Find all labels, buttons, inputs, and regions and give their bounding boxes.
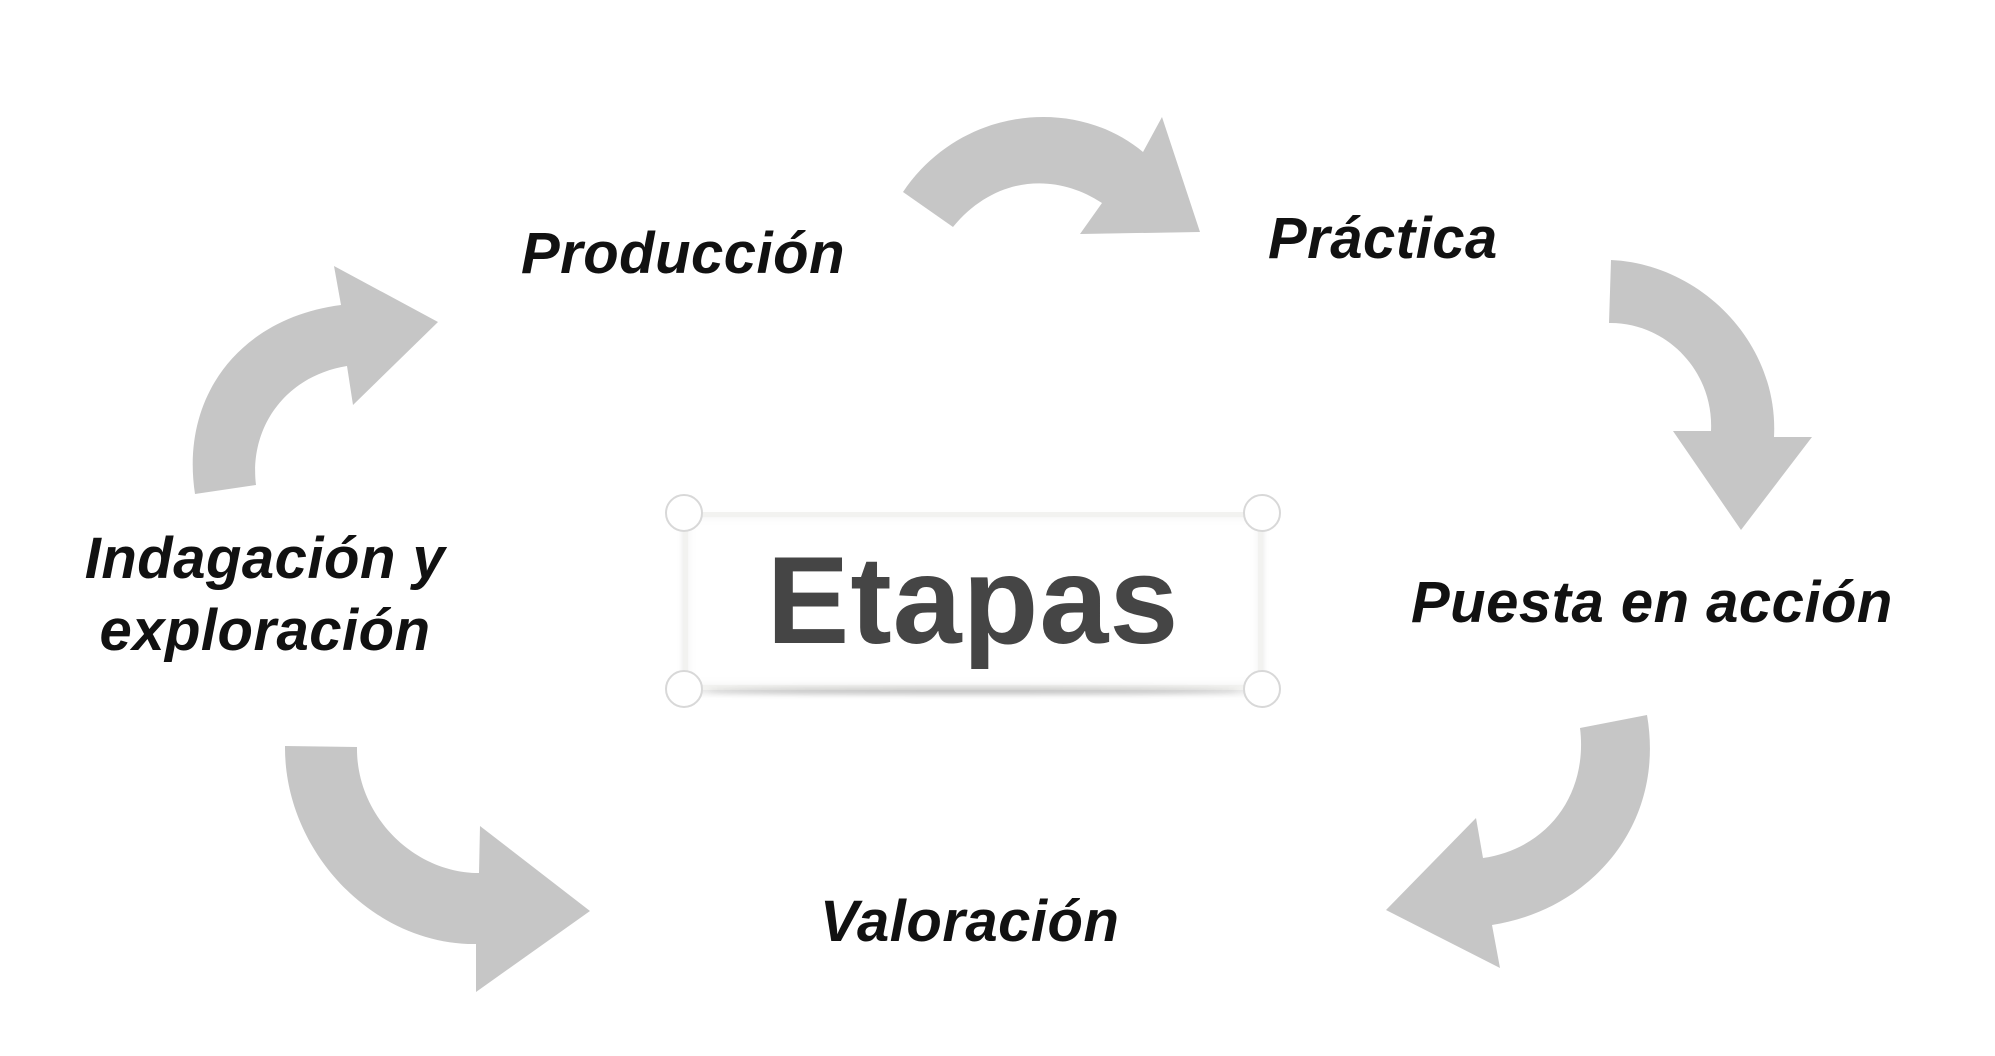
corner-ornament — [665, 494, 703, 532]
arrow-produccion-to-practica — [903, 116, 1200, 234]
stage-label-indagacion-line-1: Indagación y — [84, 526, 446, 591]
stage-label-indagacion: Indagación y exploración — [60, 523, 470, 667]
arrow-practica-to-puesta — [1609, 260, 1812, 530]
arrow-indagacion-to-valoracion — [284, 746, 590, 992]
arrow-indagacion-to-produccion — [192, 266, 438, 494]
corner-ornament — [665, 670, 703, 708]
stage-label-valoracion: Valoración — [820, 889, 1120, 954]
center-title: Etapas — [766, 532, 1180, 670]
corner-ornament — [1243, 494, 1281, 532]
stage-label-puesta-en-accion: Puesta en acción — [1411, 570, 1893, 635]
arrow-puesta-to-valoracion — [1386, 715, 1650, 968]
stage-label-practica: Práctica — [1268, 206, 1498, 271]
center-title-box: Etapas — [665, 494, 1281, 708]
stage-label-indagacion-line-2: exploración — [99, 597, 431, 663]
stage-label-produccion: Producción — [521, 221, 846, 286]
corner-ornament — [1243, 670, 1281, 708]
